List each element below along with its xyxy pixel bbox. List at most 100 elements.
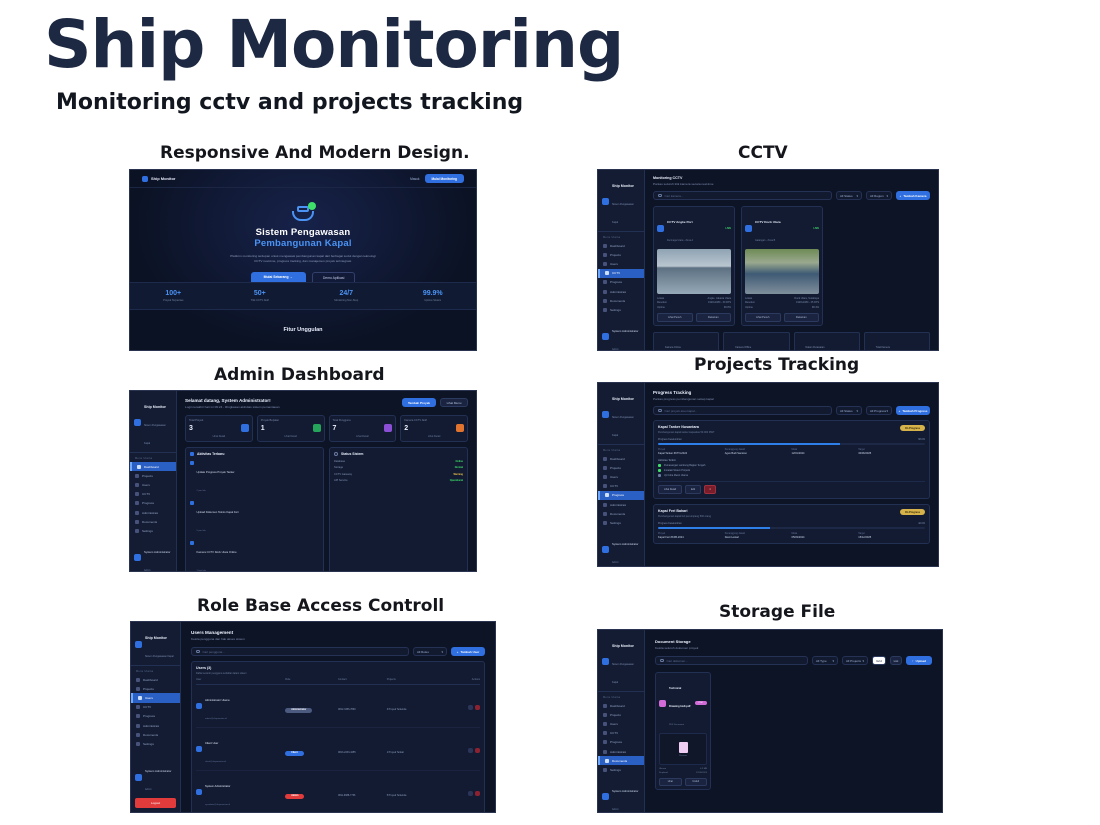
camera-card[interactable]: CCTV Dock Utara Galangan - Zona B LIVE L…	[741, 206, 823, 326]
sidebar-user[interactable]: System Administrator Admin	[135, 759, 176, 795]
edit-icon[interactable]	[468, 705, 473, 710]
rbac-search-input[interactable]: Cari pengguna...	[191, 647, 409, 656]
kpi-link[interactable]: Lihat Detail	[427, 435, 441, 438]
sidebar-item-cctv[interactable]: CCTV	[131, 703, 180, 712]
rbac-add-user-button[interactable]: +Tambah User	[451, 647, 485, 656]
sidebar-item-projects[interactable]: Projects	[598, 463, 644, 472]
sidebar-item-progress[interactable]: Progress	[598, 490, 644, 500]
dashboard-menu-button[interactable]: Lihat Menu	[440, 398, 468, 407]
sidebar-item-documents[interactable]: Documents	[598, 296, 644, 305]
sidebar-item-users[interactable]: Users	[598, 259, 644, 268]
storage-project-filter[interactable]: All Projects▾	[842, 656, 868, 665]
projects-progress-filter[interactable]: All Progress▾	[866, 406, 892, 415]
view-list-button[interactable]: List	[890, 656, 902, 665]
logout-button[interactable]: Logout	[135, 798, 176, 808]
sidebar-item-documents[interactable]: Documents	[598, 756, 644, 766]
sidebar-item-users[interactable]: Users	[598, 719, 644, 728]
sidebar-user[interactable]: System Administrator Admin	[602, 779, 640, 813]
projects-status-filter[interactable]: All Status▾	[836, 406, 862, 415]
sidebar-item-settings[interactable]: Settings	[598, 765, 644, 774]
kpi-card[interactable]: Kamera CCTV Aktif 2 Lihat Detail	[400, 415, 468, 442]
hero-primary-button[interactable]: Mulai Sekarang →	[250, 271, 306, 285]
sidebar-item-documents[interactable]: Documents	[131, 730, 180, 739]
edit-icon[interactable]	[468, 791, 473, 796]
sidebar-item-progress[interactable]: Progress	[598, 278, 644, 287]
sidebar-item-cctv[interactable]: CCTV	[598, 268, 644, 278]
storage-upload-button[interactable]: ↑Upload	[906, 656, 932, 665]
cctv-add-button[interactable]: +Tambah Kamera	[896, 191, 930, 200]
camera-feed-image[interactable]	[657, 249, 731, 294]
delete-icon[interactable]	[475, 791, 480, 796]
kpi-link[interactable]: Lihat Detail	[356, 435, 369, 438]
sidebar-item-dashboard[interactable]: Dashboard	[131, 675, 180, 684]
hero-login-link[interactable]: Masuk	[410, 176, 420, 181]
project-detail-button[interactable]: Lihat Detail	[658, 485, 682, 494]
kpi-card[interactable]: Total Pengguna 7 Lihat Detail	[328, 415, 397, 442]
dashboard-add-project-button[interactable]: Tambah Proyek	[402, 398, 436, 407]
sidebar-item-users[interactable]: Users	[130, 480, 176, 489]
sidebar-user[interactable]: System Administrator Admin	[602, 532, 640, 567]
file-download-button[interactable]: Unduh	[684, 778, 707, 787]
sidebar-item-dashboard[interactable]: Dashboard	[598, 701, 644, 710]
sidebar-item-dashboard[interactable]: Dashboard	[598, 454, 644, 463]
sidebar-brand[interactable]: Ship Monitor Sistem Pengawasan Kapal	[131, 622, 180, 666]
sidebar-item-progress[interactable]: Progress	[598, 738, 644, 747]
kpi-link[interactable]: Lihat Detail	[212, 435, 226, 438]
projects-add-button[interactable]: +Tambah Progress	[896, 406, 930, 415]
sidebar-item-administrasi[interactable]: Administrasi	[131, 721, 180, 730]
sidebar-item-progress[interactable]: Progress	[130, 499, 176, 508]
sidebar-user[interactable]: System Administrator Admin	[602, 319, 640, 350]
file-preview[interactable]: Preview	[659, 733, 707, 765]
camera-record-button[interactable]: Rekaman	[695, 312, 731, 322]
file-card[interactable]: Technical Drawing Hull.pdf PDF Document …	[655, 672, 711, 791]
file-view-button[interactable]: Lihat	[659, 778, 682, 787]
camera-card[interactable]: CCTV Angke Port Dermaga Utara - Zona A L…	[653, 206, 735, 326]
sidebar-item-settings[interactable]: Settings	[130, 526, 176, 535]
sidebar-item-settings[interactable]: Settings	[131, 739, 180, 748]
cctv-status-filter[interactable]: All Status▾	[836, 191, 862, 200]
sidebar-item-administrasi[interactable]: Administrasi	[598, 287, 644, 296]
sidebar-item-administrasi[interactable]: Administrasi	[598, 747, 644, 756]
sidebar-item-cctv[interactable]: CCTV	[130, 490, 176, 499]
sidebar-item-progress[interactable]: Progress	[131, 712, 180, 721]
delete-icon[interactable]	[475, 748, 480, 753]
delete-icon[interactable]	[475, 705, 480, 710]
sidebar-item-documents[interactable]: Documents	[598, 509, 644, 518]
sidebar-item-dashboard[interactable]: Dashboard	[598, 241, 644, 250]
sidebar-item-cctv[interactable]: CCTV	[598, 482, 644, 491]
rbac-role-filter[interactable]: All Roles▾	[413, 647, 447, 656]
sidebar-brand[interactable]: Ship Monitor Sistem Pengawasan Kapal	[598, 383, 644, 445]
kpi-link[interactable]: Lihat Detail	[284, 435, 297, 438]
sidebar-item-settings[interactable]: Settings	[598, 518, 644, 527]
camera-record-button[interactable]: Rekaman	[783, 312, 819, 322]
sidebar-item-administrasi[interactable]: Administrasi	[598, 500, 644, 509]
hero-cta-button[interactable]: Mulai Monitoring	[424, 174, 464, 183]
project-delete-button[interactable]: ✕	[704, 485, 717, 494]
sidebar-item-users[interactable]: Users	[598, 472, 644, 481]
sidebar-item-dashboard[interactable]: Dashboard	[130, 462, 176, 472]
sidebar-item-users[interactable]: Users	[131, 693, 180, 703]
sidebar-user[interactable]: System Administrator Admin	[134, 540, 172, 571]
project-edit-button[interactable]: Edit	[684, 485, 702, 494]
sidebar-brand[interactable]: Ship Monitor Sistem Pengawasan Kapal	[130, 391, 176, 453]
kpi-card[interactable]: Total Proyek 3 Lihat Detail	[185, 415, 253, 442]
sidebar-item-projects[interactable]: Projects	[598, 710, 644, 719]
hero-brand[interactable]: Ship Monitor	[142, 175, 175, 182]
sidebar-brand[interactable]: Ship Monitor Sistem Pengawasan Kapal	[598, 170, 644, 232]
sidebar-item-projects[interactable]: Projects	[598, 250, 644, 259]
camera-view-button[interactable]: Lihat Penuh	[657, 312, 693, 322]
storage-type-filter[interactable]: All Type▾	[812, 656, 838, 665]
sidebar-brand[interactable]: Ship Monitor Sistem Pengawasan Kapal	[598, 630, 644, 692]
kpi-card[interactable]: Proyek Berjalan 1 Lihat Detail	[256, 415, 325, 442]
storage-search-input[interactable]: Cari dokumen...	[655, 656, 808, 665]
projects-search-input[interactable]: Cari proyek atau kapal...	[653, 406, 832, 415]
cctv-search-input[interactable]: Cari kamera...	[653, 191, 832, 200]
project-card[interactable]: Kapal Feri Bahari Pembangunan kapal feri…	[653, 504, 930, 544]
sidebar-item-cctv[interactable]: CCTV	[598, 729, 644, 738]
camera-feed-image[interactable]	[745, 249, 819, 294]
sidebar-item-documents[interactable]: Documents	[130, 517, 176, 526]
view-grid-button[interactable]: Grid	[872, 656, 886, 665]
